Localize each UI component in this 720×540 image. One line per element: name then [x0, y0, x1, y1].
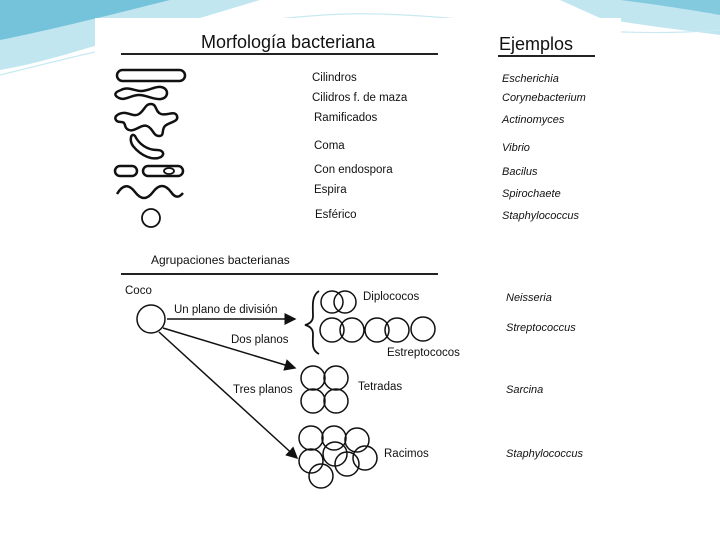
diplococcus-cell: [333, 290, 357, 314]
rod-shape: [115, 68, 187, 83]
example-streptococcus: Streptococcus: [506, 322, 576, 334]
origin-label: Coco: [125, 285, 152, 297]
morphology-title: Morfología bacteriana: [201, 32, 376, 52]
club-shape: [114, 85, 169, 101]
streptococcus-cell: [339, 317, 365, 343]
example-escherichia: Escherichia: [502, 73, 559, 85]
example-bacilus: Bacilus: [502, 166, 538, 178]
tetrad-cell: [323, 365, 349, 391]
grouping-brace: [304, 290, 320, 355]
streptococcus-cell: [384, 317, 410, 343]
cluster-cell: [321, 425, 347, 451]
morphology-label-rod: Cilindros: [312, 72, 357, 84]
coccus-shape: [141, 208, 161, 228]
origin-coccus: [136, 304, 166, 334]
example-vibrio: Vibrio: [502, 142, 530, 154]
endospore-rod-right: [141, 164, 185, 178]
branched-shape: [114, 102, 179, 138]
arrow-three-planes: [158, 331, 299, 460]
grouping-label-diplococci: Diplococos: [363, 291, 420, 303]
plane-label-one: Un plano de división: [174, 304, 278, 316]
cluster-cell: [344, 427, 370, 453]
morphology-label-comma: Coma: [314, 140, 345, 152]
examples-title: Ejemplos: [499, 34, 574, 54]
streptococcus-cell: [319, 317, 345, 343]
endospore-rod-left: [113, 164, 139, 178]
cluster-cell: [308, 463, 334, 489]
arrow-two-planes: [162, 327, 297, 371]
spiral-shape: [115, 184, 184, 200]
decorative-wave-right-dark: [620, 0, 720, 15]
tetrad-cell: [300, 365, 326, 391]
plane-label-three: Tres planos: [233, 384, 293, 396]
diagram-art: [113, 53, 595, 489]
tetrad-cell: [323, 388, 349, 414]
example-spirochaete: Spirochaete: [502, 188, 561, 200]
endospore: [163, 167, 175, 175]
plane-label-two: Dos planos: [231, 334, 289, 346]
morphology-label-endospore: Con endospora: [314, 164, 393, 176]
diagram-panel: Morfología bacteriana Ejemplos Cilindros…: [95, 18, 621, 518]
decorative-wave-right: [560, 0, 720, 35]
morphology-label-sphere: Esférico: [315, 209, 357, 221]
cluster-cell: [352, 445, 378, 471]
groupings-title: Agrupaciones bacterianas: [151, 253, 290, 267]
example-sarcina: Sarcina: [506, 384, 544, 396]
grouping-label-streptococci: Estreptococos: [387, 347, 460, 359]
comma-shape: [129, 133, 165, 160]
cluster-cell: [298, 448, 324, 474]
cluster-cell: [334, 451, 360, 477]
streptococcus-cell: [364, 317, 390, 343]
example-staphylococcus-cluster: Staphylococcus: [506, 448, 584, 460]
example-staphylococcus: Staphylococcus: [502, 210, 580, 222]
example-neisseria: Neisseria: [506, 292, 552, 304]
morphology-label-club: Cilidros f. de maza: [312, 92, 408, 104]
morphology-label-branched: Ramificados: [314, 112, 378, 124]
tetrad-cell: [300, 388, 326, 414]
decorative-wave-left-dark: [0, 0, 170, 40]
example-actinomyces: Actinomyces: [502, 114, 565, 126]
streptococcus-cell: [410, 316, 436, 342]
morphology-label-spiral: Espira: [314, 184, 347, 196]
cluster-cell: [298, 425, 324, 451]
diplococcus-cell: [320, 290, 344, 314]
example-corynebacterium: Corynebacterium: [502, 92, 586, 104]
grouping-label-clusters: Racimos: [384, 448, 429, 460]
grouping-label-tetrads: Tetradas: [358, 381, 403, 393]
